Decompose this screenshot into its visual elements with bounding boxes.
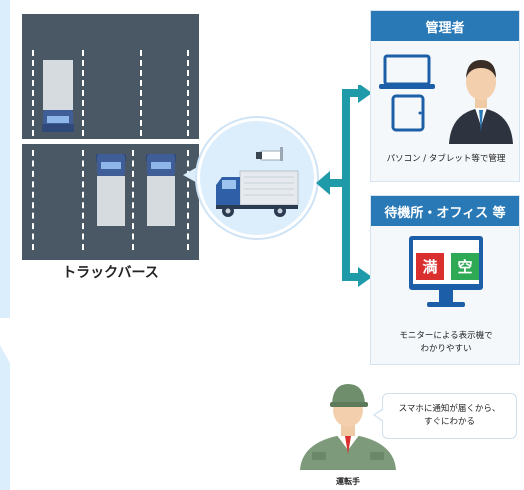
admin-card-caption: パソコン / タブレット等で管理 [386,154,506,164]
truck-camera-illustration-icon [216,147,299,217]
left-edge-strip [0,0,10,490]
berth-line [22,139,199,144]
office-card: 待機所・オフィス 等 満 空 モニターによる表示機で わかりやすい [370,195,520,365]
driver-avatar-icon [300,384,396,470]
admin-card: 管理者 パソコン / タブレット等で管理 [370,10,520,182]
speech-line-2: すぐにわかる [423,417,475,427]
lane-divider [140,50,142,136]
zoom-pointer [183,165,201,185]
admin-card-title: 管理者 [371,11,519,41]
manager-avatar-icon [449,60,513,144]
lane-divider [32,50,34,136]
lane-divider [82,150,84,250]
parked-truck-icon [42,60,74,132]
driver-caption: 運転手 [336,477,360,486]
admin-devices-illustration [379,54,513,144]
monitor-icon [409,236,483,307]
lane-divider [187,50,189,136]
lane-divider [187,150,189,250]
empty-status-badge: 空 [451,253,479,280]
truck-berth-caption: トラックバース [62,265,159,281]
truck-berth-map [22,14,199,260]
driver-speech-bubble: スマホに通知が届くから、 すぐにわかる [382,393,517,439]
driver-illustration [290,370,405,470]
full-status-badge: 満 [416,253,444,280]
speech-line-1: スマホに通知が届くから、 [398,404,501,414]
tablet-icon [391,94,425,132]
lane-divider [82,50,84,136]
office-card-title: 待機所・オフィス 等 [371,196,519,226]
lane-divider [132,150,134,250]
office-card-caption-2: わかりやすい [420,344,472,354]
parked-truck-icon [96,154,126,226]
parked-truck-icon [146,154,176,226]
laptop-icon [379,54,435,89]
flow-arrows [316,85,372,287]
lane-divider [32,150,34,250]
speech-tail-inner [375,409,384,421]
office-card-caption-1: モニターによる表示機で [399,331,493,341]
zoom-circle [197,118,317,238]
